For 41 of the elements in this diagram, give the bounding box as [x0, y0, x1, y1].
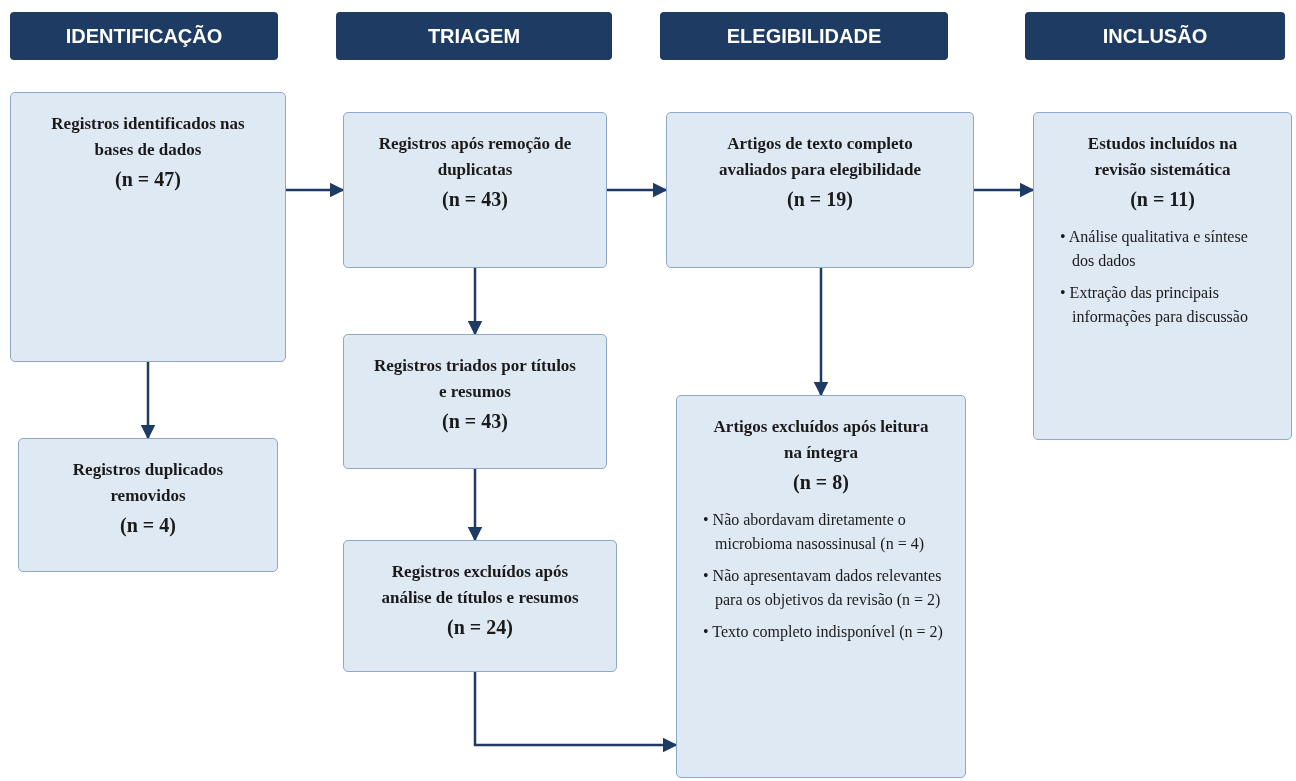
box-title: Registros identificados nas bases de dados — [50, 113, 246, 162]
box-title: Artigos excluídos após leitura na íntegra — [712, 416, 930, 465]
count-text: (n = 19) — [786, 187, 854, 211]
box-title: Artigos de texto completo avaliados para elegibilidade — [717, 133, 923, 182]
process-box — [343, 112, 607, 268]
process-box — [18, 438, 278, 572]
arrow — [467, 469, 483, 542]
box-title: Registros triados por títulos e resumos — [373, 355, 577, 404]
process-box — [343, 334, 607, 469]
arrow — [473, 672, 678, 753]
arrow — [607, 182, 668, 198]
arrow — [467, 268, 483, 336]
bullet-item: • Extração das principais informações para discussão — [1060, 282, 1249, 328]
count-text: (n = 4) — [119, 513, 177, 537]
arrow — [974, 182, 1035, 198]
box-title: Registros após remoção de duplicatas — [377, 133, 573, 182]
box-title: Registros excluídos após análise de títulos e resumos — [380, 561, 580, 610]
count-text: (n = 47) — [114, 167, 182, 191]
count-text: (n = 43) — [441, 409, 509, 433]
process-box — [343, 540, 617, 672]
box-title: Registros duplicados removidos — [71, 459, 225, 508]
phase-header: INCLUSÃO — [1025, 12, 1285, 60]
bullet-item: • Texto completo indisponível (n = 2) — [703, 621, 944, 643]
arrow — [813, 268, 829, 397]
bullet-item: • Não apresentavam dados relevantes para os objetivos da revisão (n = 2) — [703, 565, 943, 611]
bullet-item: • Não abordavam diretamente o microbioma nasossinusal (n = 4) — [703, 509, 925, 555]
box-title: Estudos incluídos na revisão sistemática — [1086, 133, 1239, 182]
process-box — [676, 395, 966, 778]
phase-header: TRIAGEM — [336, 12, 612, 60]
process-box — [666, 112, 974, 268]
process-box — [1033, 112, 1292, 440]
arrow — [286, 182, 345, 198]
phase-header: ELEGIBILIDADE — [660, 12, 948, 60]
count-text: (n = 8) — [792, 470, 850, 494]
count-text: (n = 24) — [446, 615, 514, 639]
process-box — [10, 92, 286, 362]
bullet-item: • Análise qualitativa e síntese dos dados — [1060, 226, 1249, 271]
phase-header: IDENTIFICAÇÃO — [10, 12, 278, 60]
arrow — [140, 362, 156, 440]
count-text: (n = 11) — [1129, 187, 1196, 211]
count-text: (n = 43) — [441, 187, 509, 211]
